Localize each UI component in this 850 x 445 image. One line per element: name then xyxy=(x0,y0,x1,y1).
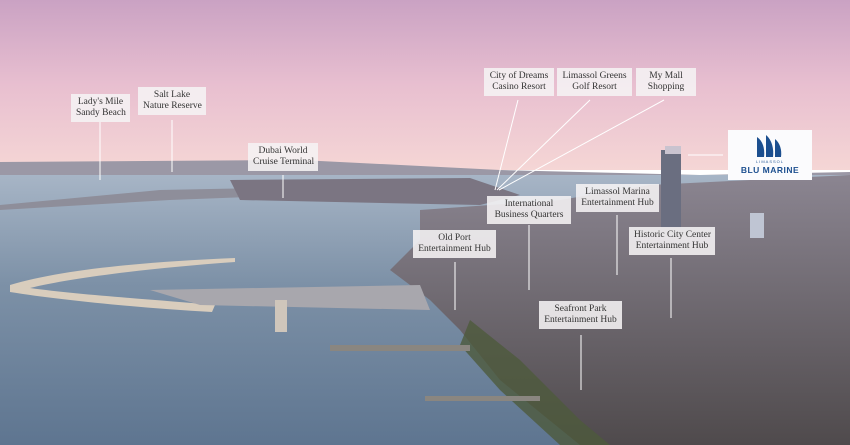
blu-marine-logo: LIMASSOL BLU MARINE xyxy=(728,130,812,180)
label-line: Salt Lake xyxy=(153,90,191,100)
label-seafront-park: Seafront Park Entertainment Hub xyxy=(539,301,622,329)
label-line: Entertainment Hub xyxy=(635,241,709,251)
label-old-port: Old Port Entertainment Hub xyxy=(413,230,496,258)
label-historic-city: Historic City Center Entertainment Hub xyxy=(629,227,715,255)
label-dubai-world: Dubai World Cruise Terminal xyxy=(248,143,318,171)
label-my-mall: My Mall Shopping xyxy=(636,68,696,96)
label-line: Cruise Terminal xyxy=(253,157,315,167)
label-line: International xyxy=(504,199,554,209)
label-line: City of Dreams xyxy=(489,71,549,81)
label-city-of-dreams: City of Dreams Casino Resort xyxy=(484,68,554,96)
label-line: Historic City Center xyxy=(634,230,712,240)
label-line: Nature Reserve xyxy=(143,101,202,111)
label-salt-lake: Salt Lake Nature Reserve xyxy=(138,87,206,115)
label-line: Dubai World xyxy=(258,146,308,156)
label-line: Entertainment Hub xyxy=(418,244,491,254)
label-line: Business Quarters xyxy=(494,210,564,220)
label-line: Sandy Beach xyxy=(76,108,126,118)
logo-small-text: LIMASSOL xyxy=(755,159,784,164)
label-ladys-mile: Lady's Mile Sandy Beach xyxy=(71,94,130,122)
label-line: Seafront Park xyxy=(554,304,607,314)
sail-icon xyxy=(757,135,782,157)
label-line: Golf Resort xyxy=(572,82,617,92)
label-line: Entertainment Hub xyxy=(544,315,617,325)
label-international-bq: International Business Quarters xyxy=(487,196,571,224)
label-line: Limassol Marina xyxy=(585,187,650,197)
label-line: Lady's Mile xyxy=(77,97,124,107)
label-line: Casino Resort xyxy=(492,82,546,92)
logo-name: BLU MARINE xyxy=(740,165,800,175)
label-limassol-marina: Limassol Marina Entertainment Hub xyxy=(576,184,659,212)
label-line: Shopping xyxy=(647,82,685,92)
label-line: My Mall xyxy=(649,71,683,81)
label-line: Limassol Greens xyxy=(562,71,627,81)
label-line: Entertainment Hub xyxy=(581,198,654,208)
label-limassol-greens: Limassol Greens Golf Resort xyxy=(557,68,632,96)
label-line: Old Port xyxy=(438,233,471,243)
